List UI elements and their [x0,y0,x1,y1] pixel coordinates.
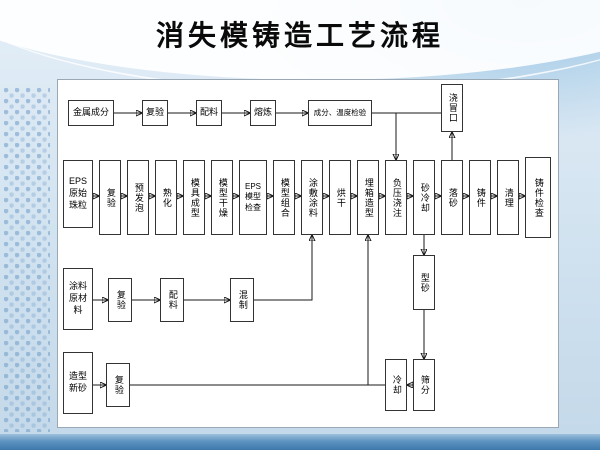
node-cleaning: 清理 [497,160,519,235]
node-eps-pattern-inspection: EPS 模型 检查 [239,160,267,235]
node-pattern-assembly: 模型组合 [273,160,295,235]
coating-flow-arrows [93,235,312,300]
node-recheck-sand: 复验 [106,363,130,407]
node-metal-composition: 金属成分 [68,100,114,126]
node-recheck-eps: 复验 [99,160,121,235]
left-dot-pattern-decoration [4,88,50,432]
node-pattern-drying: 模型干燥 [211,160,233,235]
node-molding-sand: 型砂 [413,255,435,310]
node-recheck-coating: 复验 [108,278,132,322]
node-melting: 熔炼 [250,100,276,126]
node-mold-forming: 模具成型 [183,160,205,235]
node-drying: 烘干 [329,160,351,235]
node-flask-molding: 埋箱造型 [357,160,379,235]
node-recheck-metal: 复验 [142,100,168,126]
node-coating-application: 涂敷涂料 [301,160,323,235]
node-casting: 铸件 [469,160,491,235]
node-mixing: 混制 [230,278,254,322]
node-cooling: 冷却 [385,359,407,411]
node-coating-raw-material: 涂料 原材 料 [63,268,93,330]
slide-title: 消失模铸造工艺流程 [155,20,444,51]
node-batching-metal: 配料 [196,100,222,126]
node-vacuum-pouring: 负压浇注 [385,160,407,235]
node-eps-beads: EPS 原始 珠粒 [63,160,93,228]
node-new-sand: 造型 新砂 [63,352,93,414]
bottom-blue-bar-decoration [0,434,600,450]
node-shakeout: 落砂 [441,160,463,235]
node-composition-temperature-inspection: 成分、温度检验 [308,100,372,126]
node-batching-coating: 配料 [160,278,184,322]
node-pre-expansion: 预发泡 [127,160,149,235]
mixing-to-coating-line [254,235,312,301]
node-screening: 筛分 [413,359,435,411]
node-gating-riser: 浇冒口 [441,84,463,132]
node-casting-inspection: 铸件检查 [525,157,551,238]
sand-flow-arrows [93,235,424,385]
metal-flow-arrows [114,113,452,160]
flowchart-panel [57,79,559,428]
node-sand-cooling: 砂冷却 [413,160,435,235]
node-curing: 熟化 [155,160,177,235]
